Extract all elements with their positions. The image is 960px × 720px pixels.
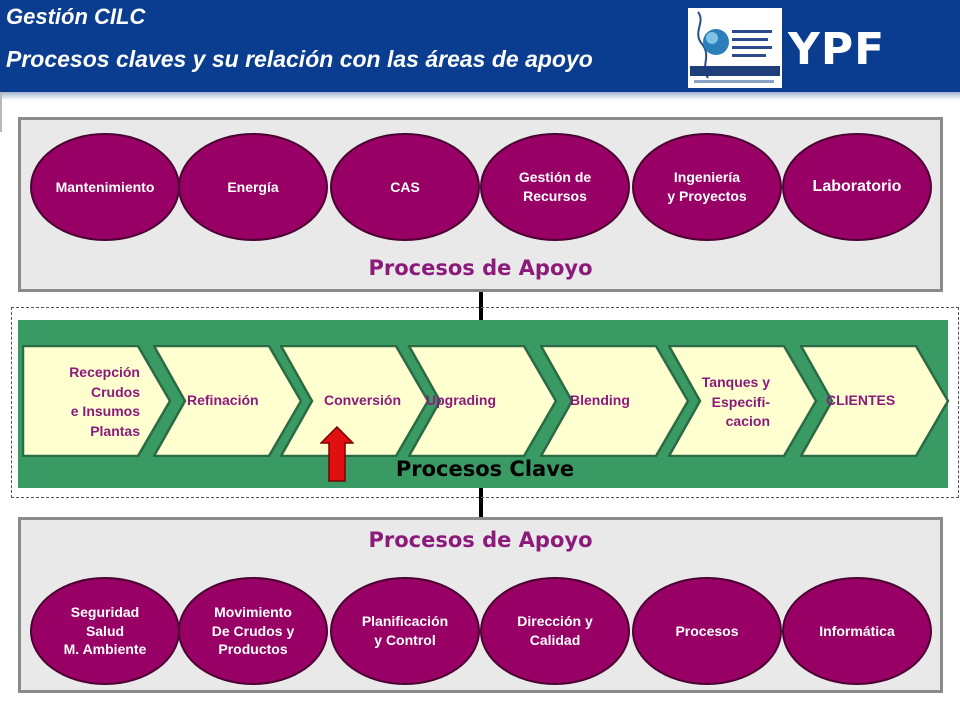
congress-logo-icon [688, 8, 782, 88]
page-title: Gestión CILC [6, 4, 146, 29]
support-item-laboratorio: Laboratorio [782, 133, 932, 241]
ypf-logo: YPF [788, 24, 886, 75]
support-item-mantenimiento: Mantenimiento [30, 133, 180, 241]
header-bar [0, 0, 960, 92]
support-item-label: Informática [819, 622, 895, 639]
support-item-label: Movimiento De Crudos y Productos [211, 603, 295, 658]
support-item-cas: CAS [330, 133, 480, 241]
support-label-bottom: Procesos de Apoyo [368, 528, 593, 552]
support-item-label: Ingeniería y Proyectos [667, 169, 747, 204]
support-item-planificacion-y-control: Planificación y Control [330, 577, 480, 685]
process-step-label: Upgrading [426, 392, 496, 408]
process-step-1: Recepción Crudos e Insumos Plantas [22, 345, 172, 457]
red-up-arrow-icon [319, 425, 355, 482]
process-step-label: CLIENTES [826, 392, 896, 408]
process-step-6: Tanques y Especifi- cacion [668, 345, 818, 457]
support-item-label: CAS [390, 178, 420, 195]
support-item-movimiento-de-crudos-y-productos: Movimiento De Crudos y Productos [178, 577, 328, 685]
support-item-label: Gestión de Recursos [518, 169, 592, 204]
process-step-5: Blending [540, 345, 690, 457]
support-item-label: Mantenimiento [55, 178, 155, 195]
support-label-top: Procesos de Apoyo [368, 256, 593, 280]
key-processes-label: Procesos Clave [395, 457, 575, 481]
support-item-label: Seguridad Salud M. Ambiente [63, 603, 147, 658]
process-step-4: Upgrading [408, 345, 558, 457]
process-step-label: Recepción Crudos e Insumos Plantas [69, 364, 140, 439]
support-item-gestion-de-recursos: Gestión de Recursos [480, 133, 630, 241]
key-processes-frame [11, 307, 959, 498]
congress-logo [688, 8, 782, 88]
support-item-ingenieria-y-proyectos: Ingeniería y Proyectos [632, 133, 782, 241]
process-step-7: CLIENTES [800, 345, 950, 457]
page-subtitle: Procesos claves y su relación con las ár… [6, 46, 593, 72]
support-item-energia: Energía [178, 133, 328, 241]
process-step-3: Conversión [280, 345, 430, 457]
support-item-procesos: Procesos [632, 577, 782, 685]
process-step-2: Refinación [153, 345, 303, 457]
header-shadow [0, 92, 960, 100]
support-item-label: Energía [227, 178, 279, 195]
support-item-label: Procesos [675, 622, 739, 639]
support-item-label: Dirección y Calidad [517, 613, 593, 648]
process-step-label: Conversión [324, 392, 402, 408]
support-item-direccion-y-calidad: Dirección y Calidad [480, 577, 630, 685]
support-item-informatica: Informática [782, 577, 932, 685]
support-item-label: Planificación y Control [361, 613, 449, 648]
left-rule [0, 92, 2, 132]
process-step-label: Refinación [187, 392, 259, 408]
support-item-seguridad-salud-m-ambiente: Seguridad Salud M. Ambiente [30, 577, 180, 685]
process-step-label: Blending [570, 392, 630, 408]
connector-bottom [479, 488, 483, 518]
support-panel-bottom [18, 517, 943, 693]
process-step-label: Tanques y Especifi- cacion [701, 374, 770, 430]
support-item-label: Laboratorio [812, 178, 902, 196]
